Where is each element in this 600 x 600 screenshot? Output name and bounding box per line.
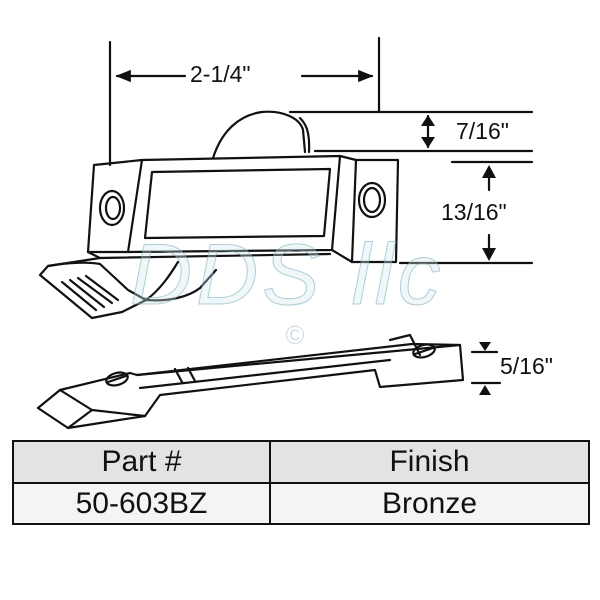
cell-finish: Bronze bbox=[269, 482, 590, 525]
width-dimension-label: 2-1/4" bbox=[190, 61, 251, 87]
table-row: 50-603BZ Bronze bbox=[12, 482, 590, 525]
sash-lock bbox=[38, 110, 400, 320]
header-part-number: Part # bbox=[12, 440, 271, 484]
sash-lock-drawing bbox=[36, 36, 534, 430]
header-finish: Finish bbox=[269, 440, 590, 484]
keeper bbox=[36, 333, 465, 430]
height-dimensions bbox=[288, 110, 534, 265]
body-height-dimension-label: 13/16" bbox=[441, 199, 507, 225]
keeper-height-dimension bbox=[470, 342, 502, 395]
keeper-height-dimension-label: 5/16" bbox=[500, 353, 553, 379]
handle-height-dimension-label: 7/16" bbox=[456, 118, 509, 144]
cell-part-number: 50-603BZ bbox=[12, 482, 271, 525]
table-header-row: Part # Finish bbox=[12, 440, 590, 484]
width-dimension bbox=[108, 36, 381, 167]
part-table: Part # Finish 50-603BZ Bronze bbox=[12, 440, 590, 525]
